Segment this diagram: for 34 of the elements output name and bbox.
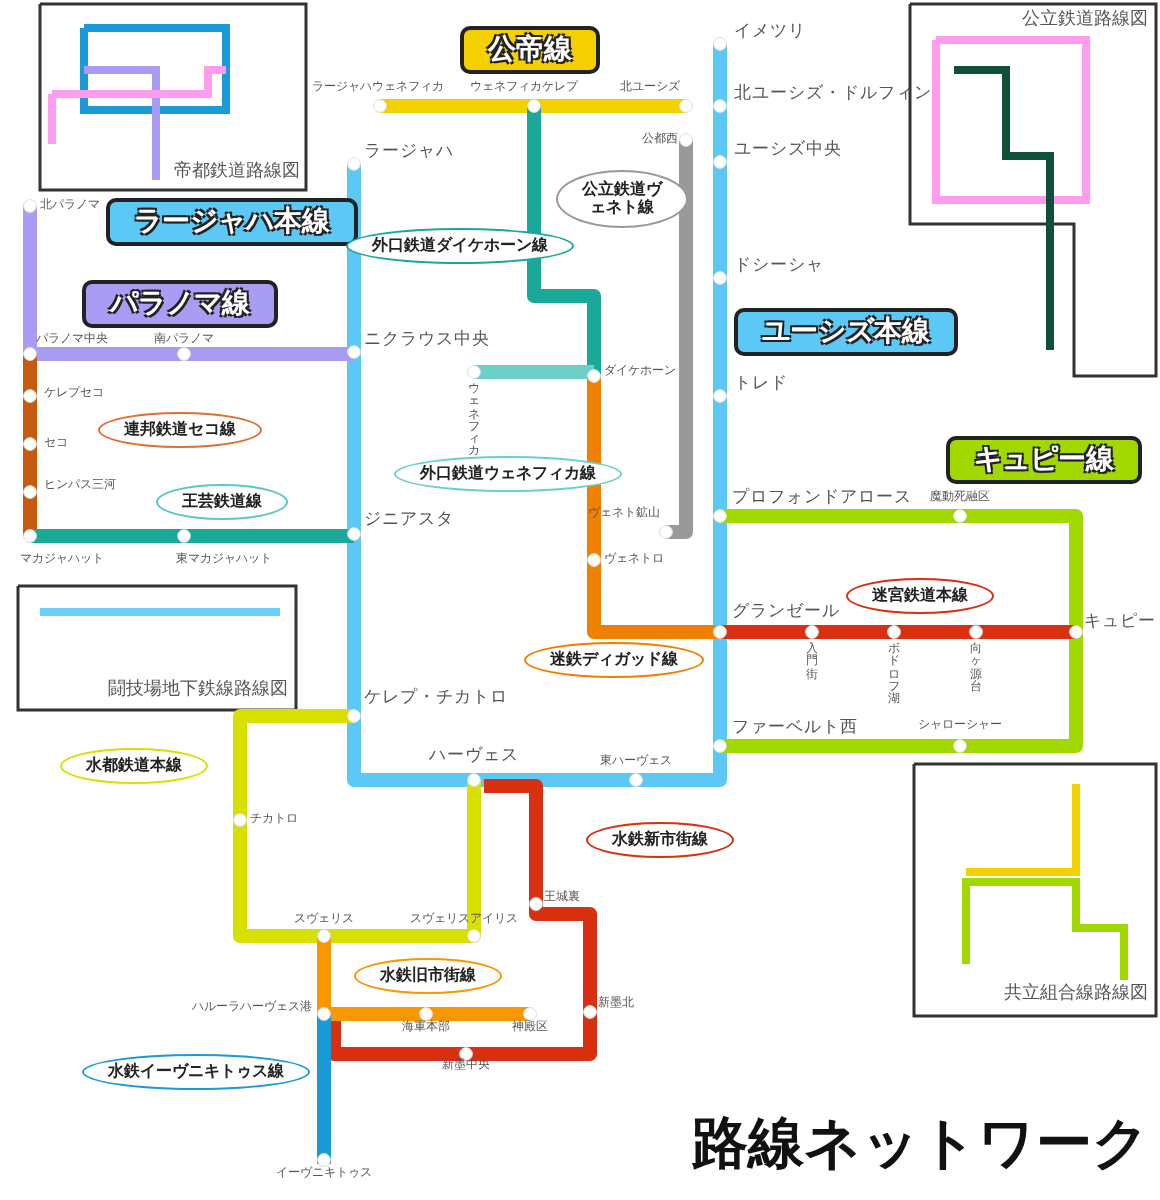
station-label: ニクラウス中央 [364,331,490,348]
inset-map-title: 共立組合線路線図 [1004,985,1148,1003]
line-name-oval: 水都鉄道本線 [60,748,208,784]
station-label: グランゼール [732,603,840,620]
station-label: プロフォンドアロース [732,489,912,506]
line-name-oval: 公立鉄道ヴェネト線 [556,169,688,228]
station-label: ラージャハ [364,143,454,160]
station-label: ケレプ・チカトロ [364,689,508,706]
line-name-badge: ラージャハ本線 [106,198,358,246]
line-name-oval: 外口鉄道ダイケホーン線 [346,228,574,264]
station-label: キュピー [1084,613,1156,630]
station-label: トレド [734,375,788,392]
station-label: ユーシズ中央 [734,141,842,158]
line-name-badge: 公帝線 [460,26,600,74]
line-name-oval: 外口鉄道ウェネフィカ線 [394,456,622,492]
line-name-oval: 迷鉄ディガッド線 [524,642,704,678]
inset-map-title: 公立鉄道路線図 [1022,11,1148,29]
station-label: ドシーシャ [734,257,824,274]
station-label: ファーベルト西 [732,719,858,736]
line-name-badge: パラノマ線 [82,280,278,328]
station-label: イメツリ [734,23,806,40]
line-name-badge: ユーシズ本線 [734,308,958,356]
line-name-badge: キュピー線 [946,436,1142,484]
line-name-oval: 迷宮鉄道本線 [846,578,994,614]
line-name-oval: 水鉄旧市街線 [354,958,502,994]
map-title: 路線ネットワーク [692,1116,1150,1172]
line-name-oval: 水鉄新市街線 [586,822,734,858]
station-label: ジニアスタ [364,511,454,528]
inset-map-title: 闘技場地下鉄線路線図 [108,681,288,699]
line-name-oval: 水鉄イーヴニキトゥス線 [82,1054,310,1090]
inset-map-title: 帝都鉄道路線図 [174,163,300,181]
station-label: ハーヴェス [429,747,519,764]
line-name-oval: 連邦鉄道セコ線 [98,412,262,448]
line-name-oval: 王芸鉄道線 [156,484,288,520]
